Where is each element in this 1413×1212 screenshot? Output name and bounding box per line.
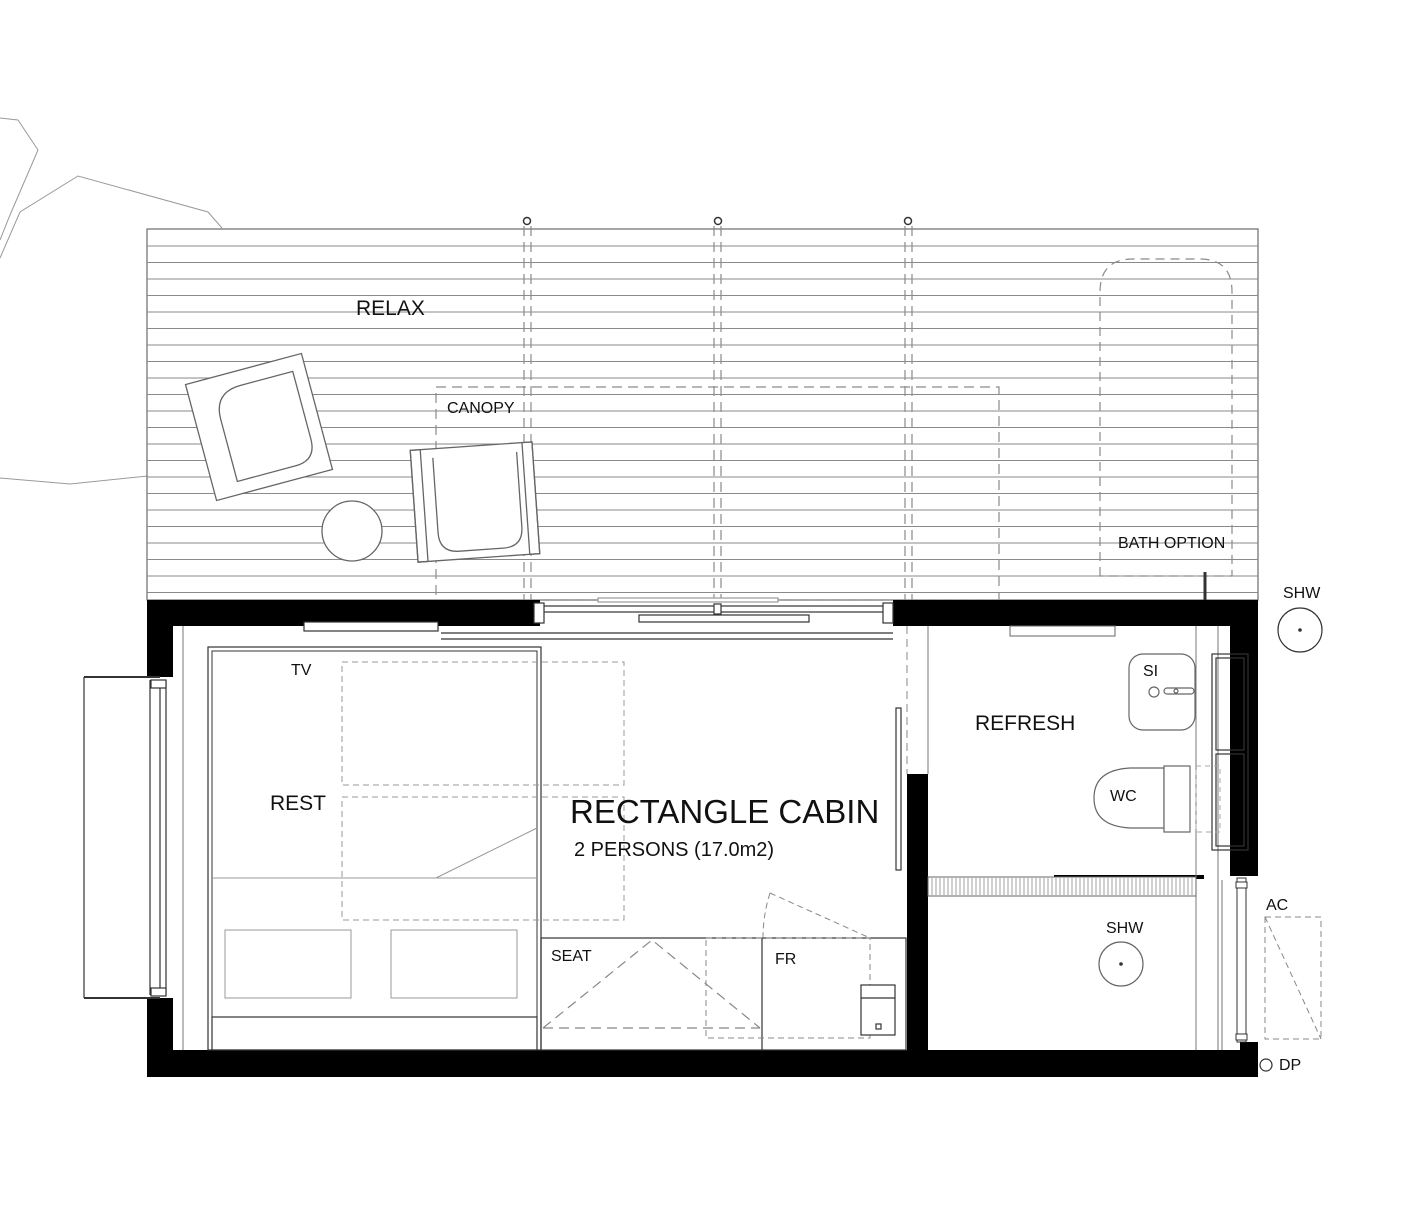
- ac-label: AC: [1266, 897, 1288, 914]
- relax-label: RELAX: [356, 297, 425, 320]
- seat-label: SEAT: [551, 948, 592, 965]
- cabin-subtitle: 2 PERSONS (17.0m2): [574, 839, 774, 861]
- dp-label: DP: [1279, 1057, 1301, 1074]
- shw-outdoor-label: SHW: [1283, 585, 1321, 602]
- rock-outline: [0, 117, 223, 485]
- toilet: [1093, 765, 1191, 833]
- wall-linings: [182, 626, 1223, 1050]
- ac-unit: [1264, 916, 1322, 1040]
- cabin-title: RECTANGLE CABIN: [570, 793, 879, 830]
- fr-label: FR: [775, 951, 796, 968]
- bin: [860, 984, 896, 1036]
- shelving: [1211, 653, 1249, 851]
- bathroom-door: [895, 626, 908, 871]
- overhead-storage: [341, 661, 625, 921]
- canopy-post-caps: [522, 216, 913, 226]
- si-label: SI: [1143, 663, 1158, 680]
- bed: [207, 646, 542, 1051]
- lounge-chair-left: [184, 352, 334, 502]
- left-window: [83, 676, 167, 999]
- canopy-label: CANOPY: [447, 400, 515, 417]
- indoor-shower: [1098, 941, 1144, 987]
- shower-grate: [927, 876, 1197, 897]
- refresh-label: REFRESH: [975, 712, 1075, 735]
- seat: [540, 937, 907, 1051]
- bath-option-label: BATH OPTION: [1118, 535, 1225, 552]
- tv-label: TV: [291, 662, 312, 679]
- lounge-chair-right: [409, 441, 541, 563]
- wc-label: WC: [1110, 788, 1137, 805]
- rest-label: REST: [270, 792, 326, 815]
- shw-indoor-label: SHW: [1106, 920, 1144, 937]
- side-table: [321, 500, 383, 562]
- downpipe: [1259, 1058, 1273, 1072]
- wc-cistern: [1195, 765, 1221, 833]
- outdoor-shower: [1277, 607, 1323, 653]
- sliding-door: [303, 597, 894, 640]
- ac-wall-detail: [1235, 877, 1248, 1043]
- towel-rail: [1009, 625, 1116, 637]
- sink: [1128, 653, 1196, 731]
